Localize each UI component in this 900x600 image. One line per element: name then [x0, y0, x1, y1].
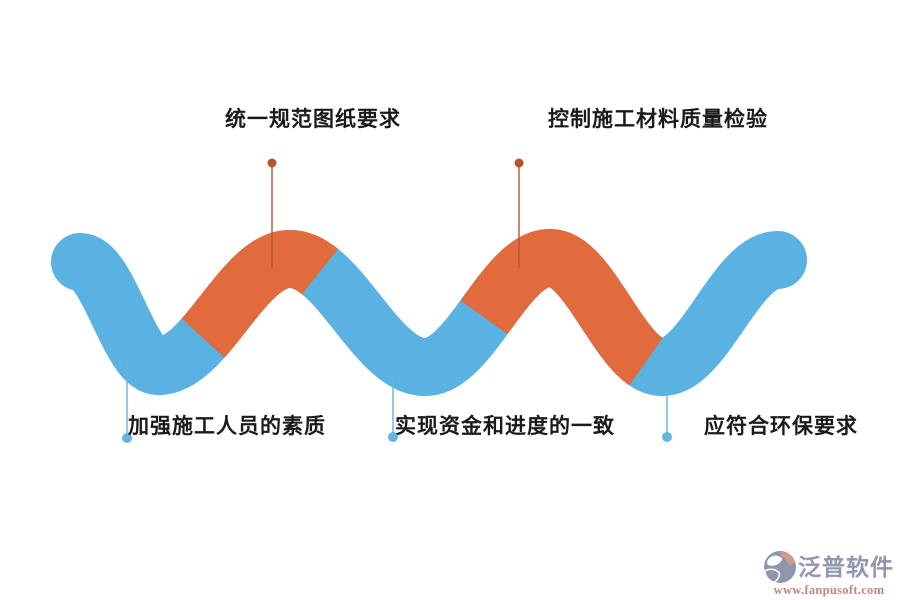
wave-blue-base — [51, 229, 807, 396]
callout-dot-unify-drawing-standards — [267, 158, 277, 168]
fanpu-url-text: www.fanpusoft.com — [773, 583, 885, 597]
callout-label-unify-drawing-standards: 统一规范图纸要求 — [225, 108, 401, 131]
callout-dot-meet-environmental-requirements — [662, 432, 672, 442]
callout-label-control-material-quality: 控制施工材料质量检验 — [548, 108, 768, 131]
callout-label-meet-environmental-requirements: 应符合环保要求 — [704, 415, 858, 438]
callout-dot-control-material-quality-inspection — [514, 158, 524, 168]
fanpu-logo-text: 泛普软件 — [798, 553, 894, 580]
wave-orange-segment — [175, 230, 348, 366]
callout-label-improve-worker-quality: 加强施工人员的素质 — [128, 415, 326, 438]
callout-label-align-funds-progress: 实现资金和进度的一致 — [395, 415, 615, 438]
wave-orange-segment — [456, 229, 674, 390]
callout-dot-improve-construction-worker-quality — [122, 433, 132, 443]
fanpu-logo-icon — [764, 551, 796, 583]
callout-dot-align-funds-and-progress — [388, 432, 398, 442]
fanpu-watermark: 泛普软件 www.fanpusoft.com — [762, 551, 896, 597]
